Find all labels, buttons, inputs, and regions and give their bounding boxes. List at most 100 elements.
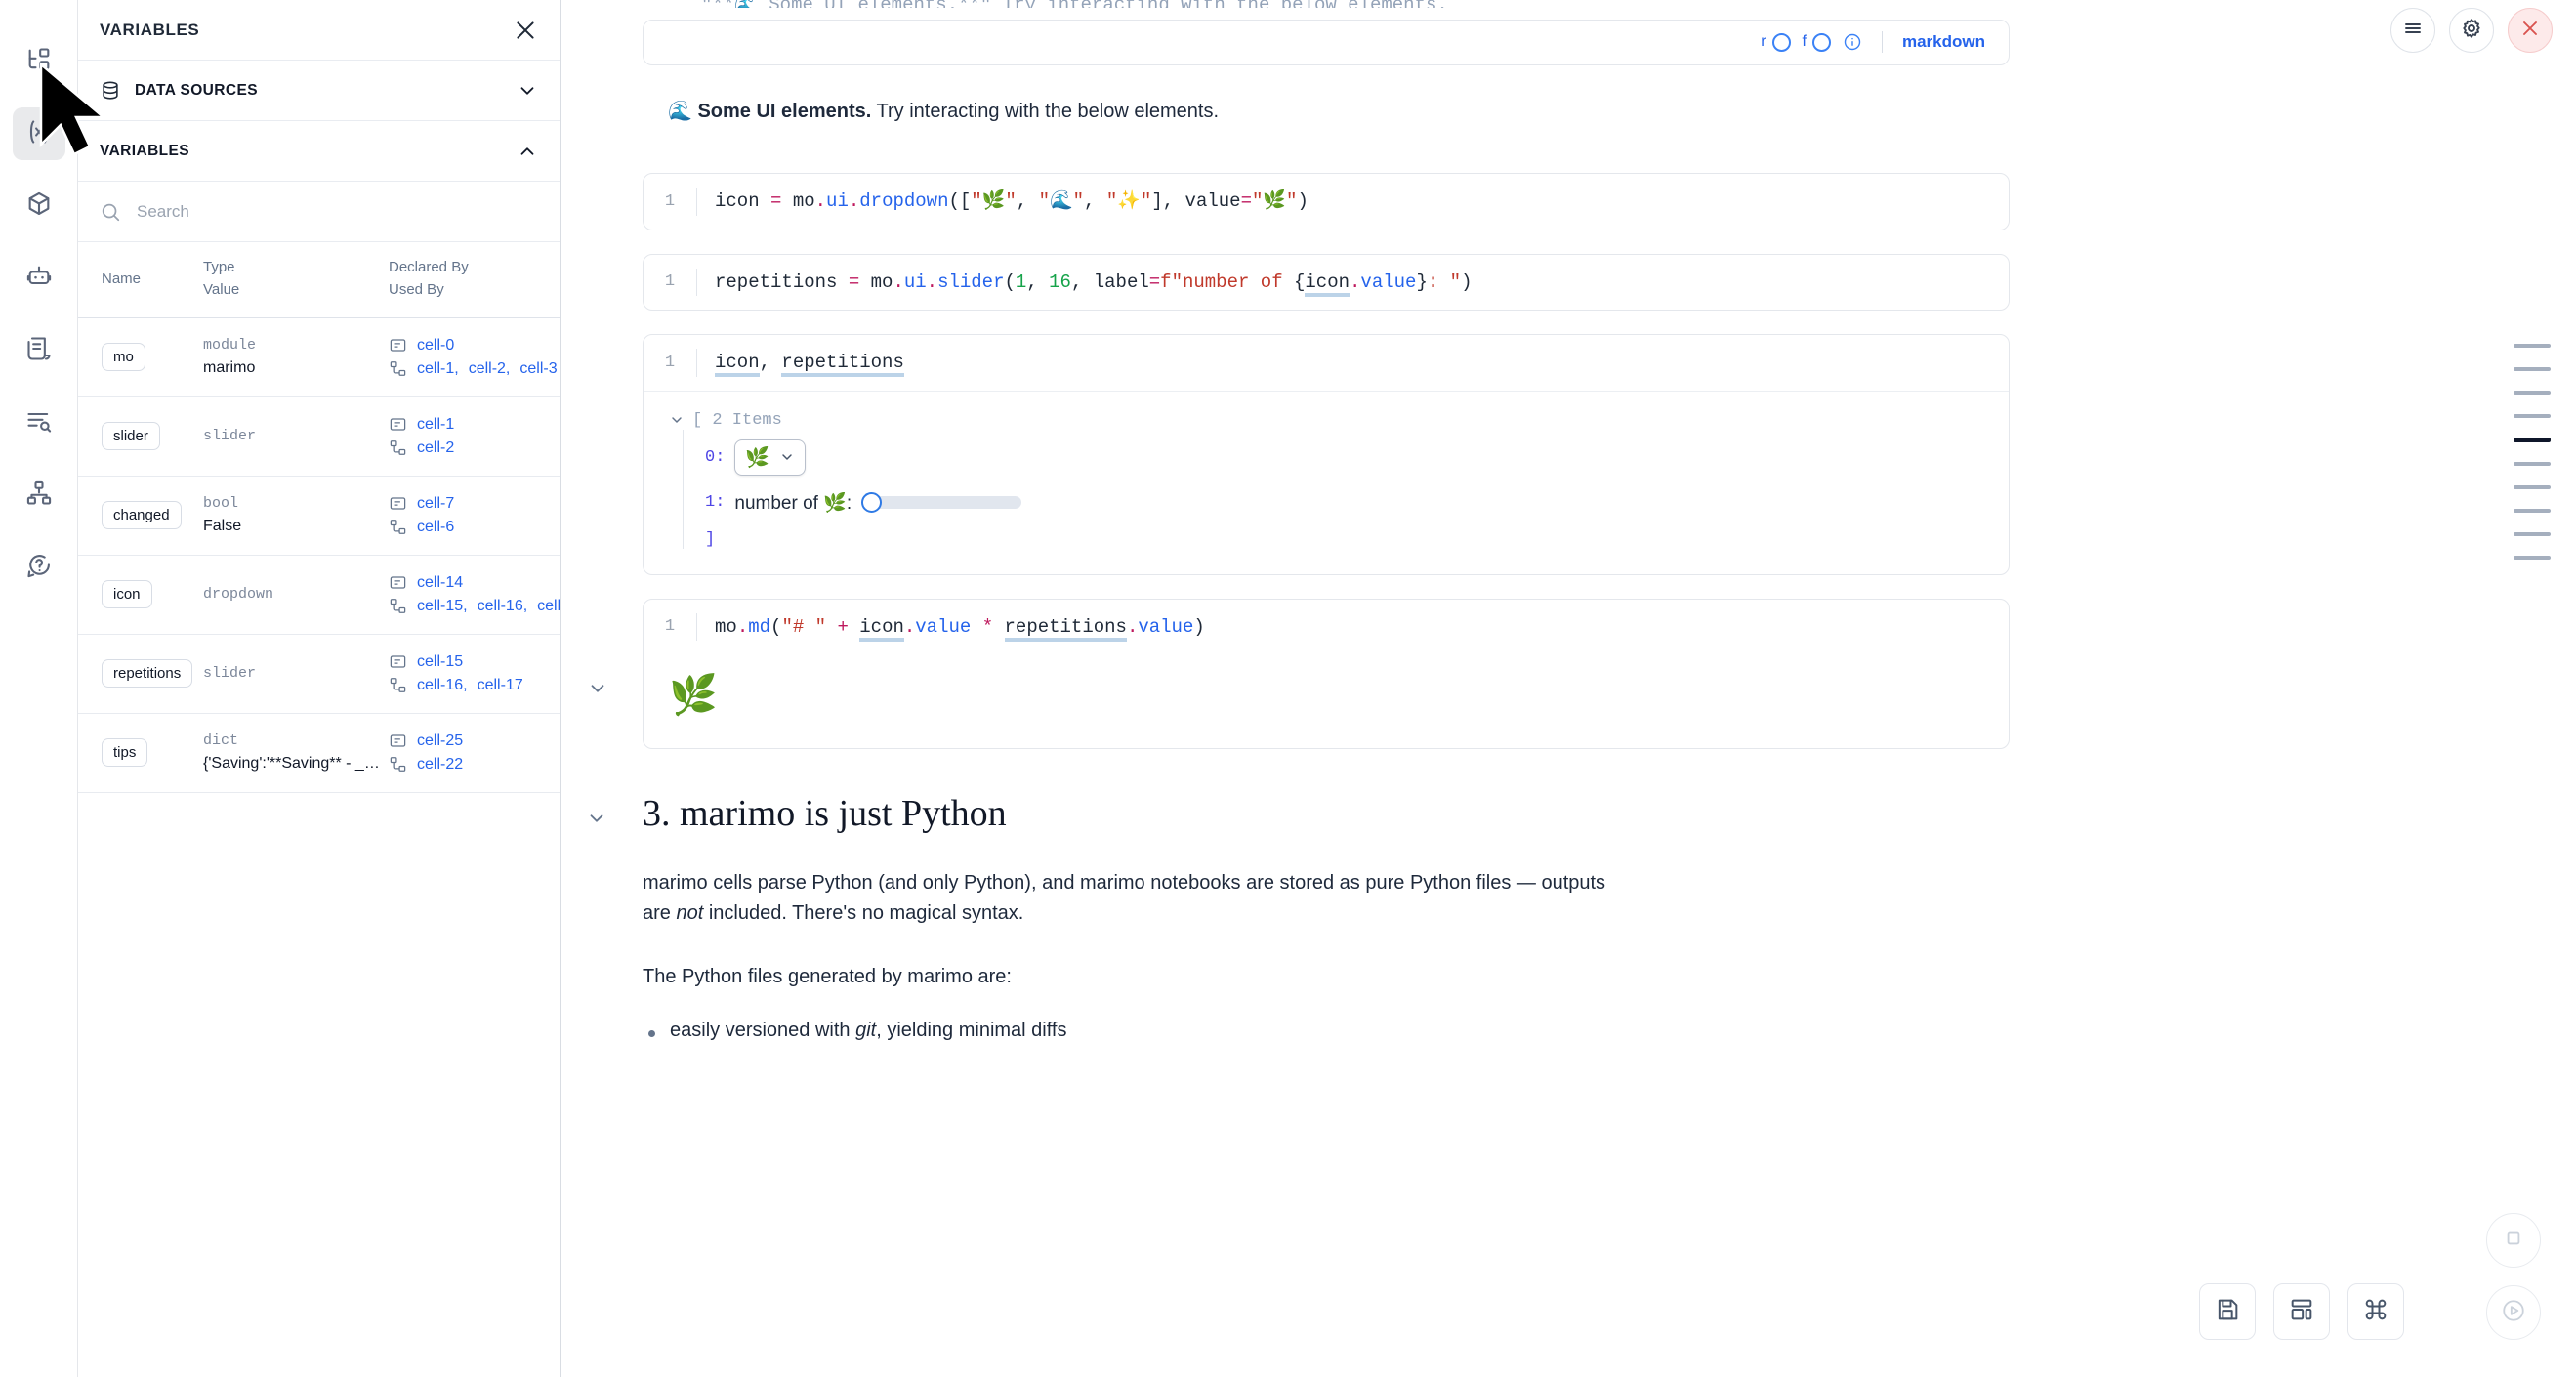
variable-name-cell: tips — [102, 738, 203, 767]
save-button[interactable] — [2199, 1283, 2256, 1340]
slider-track[interactable] — [873, 496, 1022, 509]
chevron-down-icon[interactable] — [669, 412, 685, 428]
cell-link[interactable]: cell-2, — [468, 359, 511, 377]
close-panel-button[interactable] — [513, 18, 538, 43]
layout-icon — [2288, 1296, 2315, 1328]
minimap-marker[interactable] — [2514, 344, 2551, 348]
section-variables[interactable]: VARIABLES — [78, 121, 560, 182]
minimap-marker[interactable] — [2514, 414, 2551, 418]
cell-link[interactable]: cell-7 — [417, 494, 455, 512]
cell-link[interactable]: cell-15 — [417, 652, 464, 670]
stop-button[interactable] — [2486, 1213, 2541, 1268]
sidebar-item-help[interactable] — [13, 541, 65, 594]
cell-menu-button[interactable] — [2390, 8, 2435, 53]
cell-action-cluster — [2390, 8, 2553, 53]
code-cell-dropdown[interactable]: 1 icon = mo.ui.dropdown(["🌿", "🌊", "✨"],… — [643, 173, 2010, 230]
code-content-slider[interactable]: repetitions = mo.ui.slider(1, 16, label=… — [696, 268, 2009, 297]
cell-link[interactable]: cell-1, — [417, 359, 459, 377]
cell-link[interactable]: cell-0 — [417, 336, 455, 354]
dropdown-selected-value: 🌿 — [745, 446, 770, 469]
info-icon[interactable] — [1843, 32, 1862, 52]
code-cell-slider[interactable]: 1 repetitions = mo.ui.slider(1, 16, labe… — [643, 253, 2010, 311]
cell-link[interactable]: cell-6 — [417, 518, 455, 535]
cell-link[interactable]: cell-14 — [417, 573, 464, 591]
slider-handle[interactable] — [861, 492, 883, 513]
sidebar-item-packages[interactable] — [13, 180, 65, 232]
dropdown-widget[interactable]: 🌿 — [734, 438, 807, 476]
cell-settings-button[interactable] — [2449, 8, 2494, 53]
cell-collapse-chevron[interactable] — [587, 678, 608, 699]
search-input[interactable] — [137, 201, 538, 222]
code-cell-md[interactable]: 1 mo.md("# " + icon.value * repetitions.… — [591, 598, 2010, 749]
tree-header[interactable]: [ 2 Items — [669, 411, 1983, 430]
minimap-marker[interactable] — [2514, 391, 2551, 395]
section-collapse-chevron[interactable] — [586, 808, 607, 829]
code-content-md[interactable]: mo.md("# " + icon.value * repetitions.va… — [696, 612, 2009, 642]
variable-name-cell: changed — [102, 501, 203, 529]
minimap-marker[interactable] — [2514, 438, 2551, 442]
variable-name-chip[interactable]: slider — [102, 422, 160, 450]
variable-name-chip[interactable]: changed — [102, 501, 182, 529]
cell-language-label[interactable]: markdown — [1901, 32, 1985, 51]
variable-name-cell: repetitions — [102, 659, 203, 688]
sidebar-item-variables[interactable] — [12, 107, 65, 160]
cell-link[interactable]: cell-15, — [417, 597, 468, 614]
toggle-r[interactable]: r — [1761, 32, 1791, 52]
sidebar-item-ai-assistant[interactable] — [13, 252, 65, 305]
minimap-marker[interactable] — [2514, 367, 2551, 371]
sidebar-item-outline[interactable] — [13, 396, 65, 449]
variable-name-chip[interactable]: repetitions — [102, 659, 193, 688]
minimap-marker[interactable] — [2514, 485, 2551, 489]
variable-name-chip[interactable]: icon — [102, 580, 152, 608]
slider-widget[interactable] — [861, 492, 1022, 513]
minimap-marker[interactable] — [2514, 509, 2551, 513]
sidebar-item-documentation[interactable] — [13, 324, 65, 377]
toggle-f-switch[interactable] — [1811, 32, 1831, 52]
section-bullet-list: easily versioned with git, yielding mini… — [643, 1020, 2010, 1042]
cell-delete-button[interactable] — [2508, 8, 2553, 53]
minimap-marker[interactable] — [2514, 462, 2551, 466]
cell-link[interactable]: cell-16, — [417, 676, 468, 693]
code-cell-display[interactable]: 1 icon, repetitions [ 2 Items 0: — [643, 334, 2010, 575]
minimap-marker[interactable] — [2514, 532, 2551, 536]
sidebar-item-dependency-graph[interactable] — [13, 469, 65, 522]
section-data-sources[interactable]: DATA SOURCES — [78, 61, 560, 121]
command-palette-button[interactable] — [2347, 1283, 2404, 1340]
cell-link[interactable]: cell-1 — [417, 415, 455, 433]
cell-link[interactable]: cell-17 — [537, 597, 560, 614]
paragraph-part-a: marimo cells parse Python (and only Pyth… — [643, 872, 1606, 924]
minimap-marker[interactable] — [2514, 556, 2551, 560]
code-content-dropdown[interactable]: icon = mo.ui.dropdown(["🌿", "🌊", "✨"], v… — [696, 188, 2009, 216]
bullet-text-b: , yielding minimal diffs — [876, 1020, 1067, 1041]
cell-link[interactable]: cell-25 — [417, 731, 464, 749]
cell-link[interactable]: cell-16, — [477, 597, 528, 614]
variable-value: marimo — [203, 358, 256, 376]
save-icon — [2214, 1296, 2241, 1328]
declared-by-line: cell-1 — [389, 413, 560, 437]
notebook-minimap[interactable] — [2476, 344, 2551, 560]
run-button[interactable] — [2486, 1285, 2541, 1340]
chevron-down-icon[interactable] — [517, 80, 538, 102]
variable-name-chip[interactable]: tips — [102, 738, 148, 767]
toggle-r-switch[interactable] — [1771, 32, 1791, 52]
variables-search-row — [78, 182, 560, 242]
cell-link[interactable]: cell-22 — [417, 755, 464, 772]
variable-name-chip[interactable]: mo — [102, 343, 145, 371]
toggle-f[interactable]: f — [1803, 32, 1831, 52]
chevron-down-icon — [779, 449, 795, 465]
cell-link[interactable]: cell-17 — [477, 676, 523, 693]
code-content-display[interactable]: icon, repetitions — [696, 349, 2009, 377]
cell-link[interactable]: cell-2 — [417, 438, 455, 456]
chevron-up-icon[interactable] — [517, 141, 538, 162]
tree-key-1: 1: — [705, 493, 726, 512]
layout-button[interactable] — [2273, 1283, 2330, 1340]
cell-used-icon — [389, 597, 407, 615]
sidebar-item-file-explorer[interactable] — [13, 35, 65, 88]
cell-link[interactable]: cell-3 — [519, 359, 558, 377]
database-icon — [100, 80, 121, 102]
